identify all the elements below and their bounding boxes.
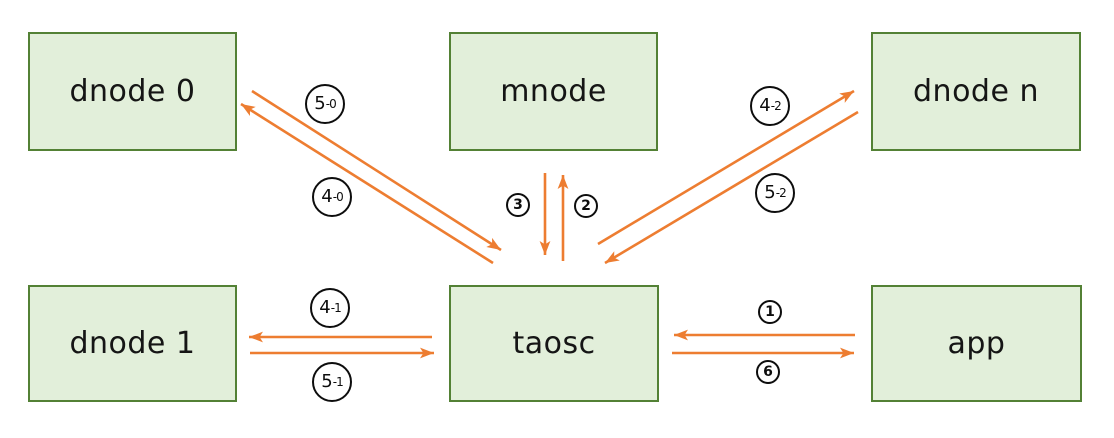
- node-mnode-label: mnode: [500, 74, 607, 109]
- node-dnode-1-label: dnode 1: [69, 326, 196, 361]
- edge-label-3: 3: [506, 193, 530, 217]
- node-app-label: app: [947, 326, 1006, 361]
- node-dnode-0-label: dnode 0: [69, 74, 196, 109]
- node-dnode-0: dnode 0: [28, 32, 237, 151]
- edge-label-2: 2: [574, 194, 598, 218]
- node-dnode-n-label: dnode n: [913, 74, 1039, 109]
- edge-label-1: 1: [758, 300, 782, 324]
- edge-label-5-1: 5-1: [312, 362, 352, 402]
- edge-label-4-0: 4-0: [312, 177, 352, 217]
- node-taosc: taosc: [449, 285, 659, 402]
- edge-label-6: 6: [756, 360, 780, 384]
- edge-label-4-1: 4-1: [310, 288, 350, 328]
- node-dnode-1: dnode 1: [28, 285, 237, 402]
- node-mnode: mnode: [449, 32, 658, 151]
- node-app: app: [871, 285, 1082, 402]
- node-dnode-n: dnode n: [871, 32, 1081, 151]
- edge-label-4-2: 4-2: [750, 86, 790, 126]
- edge-label-5-0: 5-0: [305, 84, 345, 124]
- edge-label-5-2: 5-2: [755, 173, 795, 213]
- node-taosc-label: taosc: [512, 326, 596, 361]
